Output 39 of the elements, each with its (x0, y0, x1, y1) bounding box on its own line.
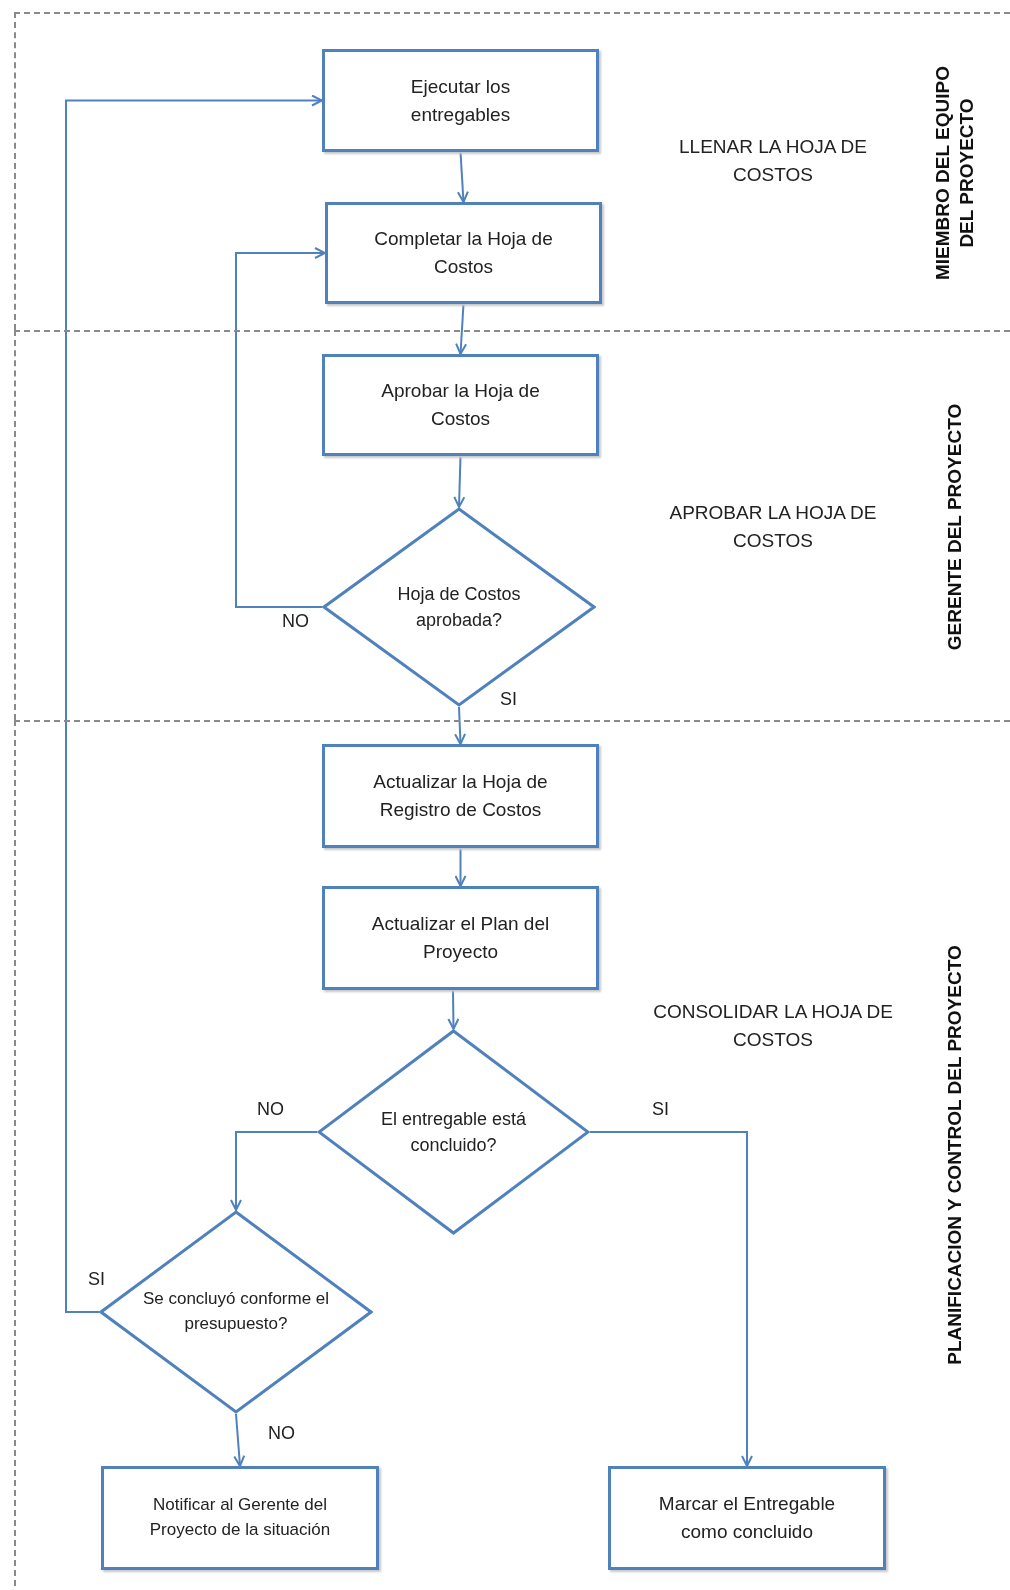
swimlane (14, 12, 1010, 330)
process-label: Marcar el Entregable como concluido (657, 1492, 837, 1544)
process-label: Notificar al Gerente del Proyecto de la situación (148, 1494, 332, 1541)
process-box (608, 1466, 886, 1570)
decision-label: Se concluyó conforme el presupuesto? (141, 1288, 331, 1335)
process-label: Ejecutar los entregables (409, 74, 512, 127)
decision-diamond (317, 1029, 590, 1235)
arrow (455, 303, 468, 355)
lane-title: PLANIFICACION Y CONTROL DEL PROYECTO (943, 944, 967, 1367)
process-label: Actualizar el Plan del Proyecto (370, 912, 551, 964)
phase-label: LLENAR LA HOJA DE COSTOS (678, 135, 868, 187)
phase-label: APROBAR LA HOJA DE COSTOS (668, 501, 878, 553)
lane-title: GERENTE DEL PROYECTO (943, 402, 967, 653)
arrow (230, 1131, 318, 1211)
process-label: Aprobar la Hoja de Costos (380, 379, 541, 431)
process-box (325, 202, 602, 304)
swimlane (14, 330, 1010, 720)
arrow (65, 94, 323, 1313)
process-box (322, 49, 599, 152)
decision-diamond (322, 507, 596, 707)
process-label: Completar la Hoja de Costos (373, 227, 554, 279)
arrow (454, 847, 467, 887)
decision-label: Hoja de Costos aprobada? (396, 582, 522, 632)
process-box (322, 886, 599, 990)
arrow (456, 151, 469, 203)
decision-label: El entregable está concluido? (379, 1107, 528, 1157)
arrow (233, 1413, 246, 1467)
swimlane (14, 720, 1010, 1586)
arrow (454, 706, 467, 745)
arrow (447, 989, 460, 1030)
process-box (322, 354, 599, 456)
arrow (453, 455, 466, 508)
arrow (235, 247, 326, 608)
process-label: Actualizar la Hoja de Registro de Costos (372, 770, 549, 822)
process-box (322, 744, 599, 848)
process-box (101, 1466, 379, 1570)
phase-label: CONSOLIDAR LA HOJA DE COSTOS (653, 1000, 893, 1052)
lane-title: MIEMBRO DEL EQUIPO DEL PROYECTO (931, 65, 978, 282)
arrow (589, 1131, 753, 1467)
